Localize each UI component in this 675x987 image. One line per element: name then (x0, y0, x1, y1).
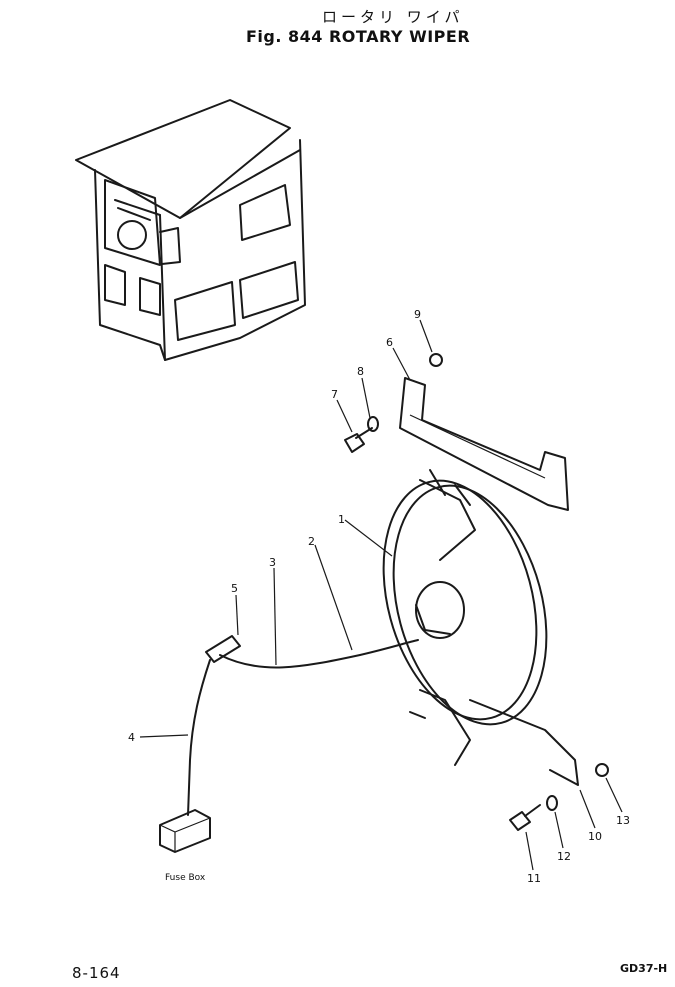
callout-6: 6 (386, 336, 393, 349)
cab-illustration (75, 99, 306, 361)
wiring-harness (219, 639, 419, 669)
cap-13 (595, 763, 609, 777)
callout-11: 11 (527, 872, 541, 885)
model-code: GD37-H (620, 962, 668, 975)
fuse-box-label: Fuse Box (165, 873, 206, 883)
washer-8 (367, 416, 379, 432)
title-japanese: ロータリ ワイパ (322, 8, 464, 26)
figure-title: Fig. 844 ROTARY WIPER (246, 27, 471, 46)
callout-10: 10 (588, 830, 602, 843)
callout-4: 4 (128, 731, 135, 744)
callout-1: 1 (338, 513, 345, 526)
rotary-wiper-assembly (382, 469, 579, 786)
callout-7: 7 (331, 388, 338, 401)
washer-12 (546, 795, 558, 811)
callout-5: 5 (231, 582, 238, 595)
callout-13: 13 (616, 814, 630, 827)
cable-4 (187, 659, 211, 816)
bolt-11 (509, 804, 541, 831)
callout-leaders (139, 319, 623, 871)
callout-8: 8 (357, 365, 364, 378)
nut-9 (429, 353, 443, 367)
page-number: 8-164 (72, 964, 121, 982)
switch-5 (205, 635, 241, 663)
fuse-box (159, 809, 211, 853)
callout-3: 3 (269, 556, 276, 569)
callout-9: 9 (414, 308, 421, 321)
bolt-7 (344, 427, 373, 453)
bracket-upper (399, 377, 569, 511)
callout-2: 2 (308, 535, 315, 548)
callout-12: 12 (557, 850, 571, 863)
